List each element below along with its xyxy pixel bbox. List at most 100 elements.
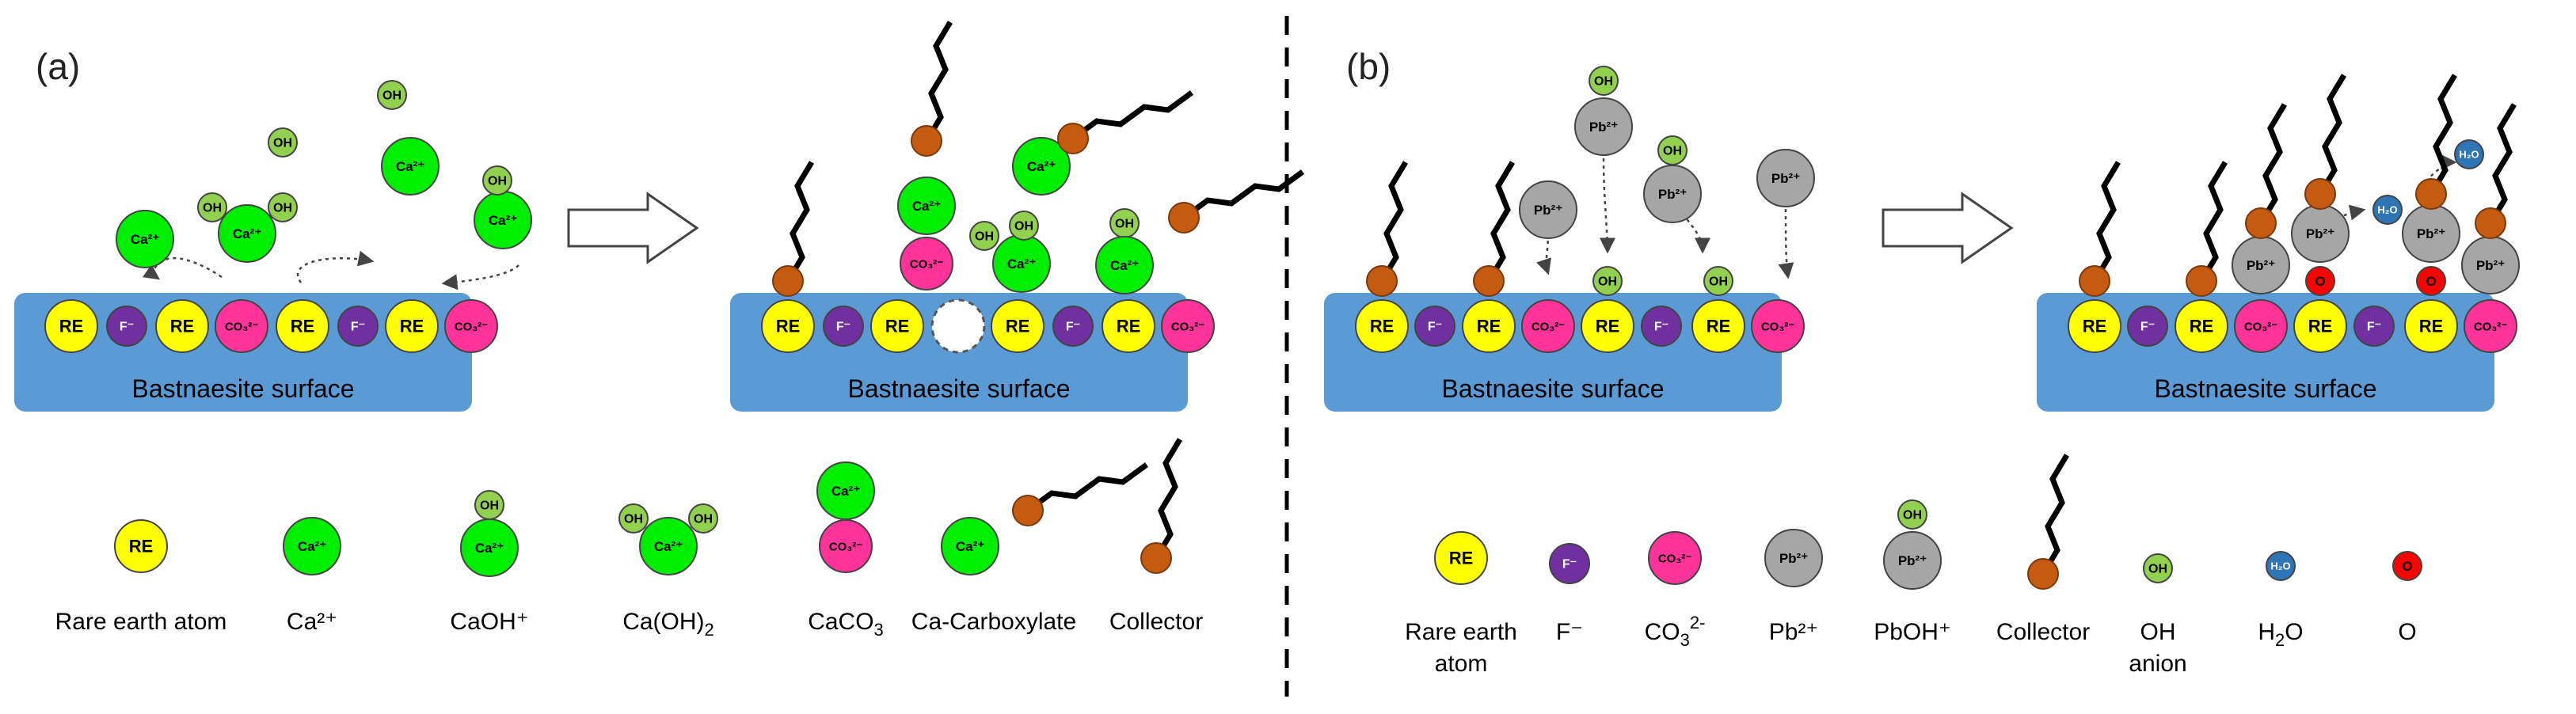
- water-molecule-shape: [2372, 195, 2403, 225]
- fluoride-ion-shape: [2353, 306, 2395, 347]
- rare-earth-atom-label: RE: [2190, 317, 2214, 336]
- lead-ion: Pb²⁺: [2461, 236, 2520, 294]
- fluoride-ion: F⁻: [2127, 306, 2168, 347]
- lead-ion: Pb²⁺: [1574, 97, 1633, 156]
- hydroxide-ion-label: OH: [1014, 220, 1033, 234]
- collector-head: [2475, 207, 2506, 239]
- collector-chain: [2198, 161, 2228, 283]
- hydroxide-ion: OH: [1009, 211, 1039, 241]
- hydroxide-ion: OH: [2143, 553, 2173, 583]
- water-molecule: H₂O: [2372, 195, 2403, 225]
- rare-earth-atom: RE: [991, 299, 1044, 353]
- hydroxide-ion-label: OH: [1903, 509, 1922, 522]
- carbonate-ion: CO₃²⁻: [1648, 531, 1702, 585]
- carbonate-ion: CO₃²⁻: [900, 237, 953, 291]
- carbonate-ion-label: CO₃²⁻: [1171, 320, 1204, 333]
- lead-ion-label: Pb²⁺: [1779, 551, 1808, 566]
- rare-earth-atom-shape: [44, 299, 98, 353]
- migration-arrow: [441, 264, 519, 291]
- calcium-ion-label: Ca²⁺: [1110, 258, 1139, 273]
- migration-arrow: [1682, 213, 1710, 254]
- calcium-ion: Ca²⁺: [283, 517, 341, 575]
- rare-earth-atom-shape: [2068, 299, 2121, 353]
- carbonate-ion-shape: [819, 519, 873, 573]
- collector-head: [1140, 542, 1172, 574]
- rare-earth-atom-shape: [1462, 299, 1516, 353]
- water-molecule: H₂O: [2266, 551, 2296, 581]
- collector-chain: [2487, 103, 2517, 225]
- hydroxide-ion: OH: [197, 192, 227, 222]
- fluoride-ion: F⁻: [1052, 306, 1094, 347]
- fluoride-ion-label: F⁻: [2140, 321, 2155, 334]
- carbonate-ion-label: CO₃²⁻: [455, 320, 488, 333]
- rare-earth-atom-label: RE: [59, 317, 84, 336]
- calcium-ion-shape: [1095, 236, 1154, 294]
- rare-earth-atom-shape: [1355, 299, 1409, 353]
- rare-earth-atom: RE: [1691, 299, 1745, 353]
- hydroxide-ion-shape: [377, 80, 407, 110]
- carbonate-ion-shape: [900, 237, 953, 291]
- collector-head: [2186, 265, 2217, 297]
- hydroxide-ion-label: OH: [488, 175, 507, 188]
- calcium-ion-shape: [897, 177, 956, 235]
- rare-earth-atom: RE: [870, 299, 924, 353]
- collector-chain: [2258, 103, 2288, 225]
- rare-earth-atom-shape: [2293, 299, 2347, 353]
- rare-earth-atom-shape: [1691, 299, 1745, 353]
- legend-label-caoh: CaOH⁺: [450, 609, 528, 635]
- hydroxide-ion-label: OH: [1709, 275, 1728, 289]
- process-arrow-b: [1882, 192, 2014, 264]
- hydroxide-ion-label: OH: [694, 513, 713, 526]
- calcium-ion-label: Ca²⁺: [831, 484, 860, 499]
- lead-ion-label: Pb²⁺: [1658, 187, 1687, 202]
- fluoride-ion: F⁻: [1414, 306, 1455, 347]
- lead-ion-shape: [1643, 165, 1702, 223]
- migration-arrow: [142, 256, 223, 280]
- hydroxide-ion-shape: [618, 503, 649, 534]
- calcium-ion-shape: [639, 517, 698, 575]
- hydroxide-ion-shape: [1009, 211, 1039, 241]
- hydroxide-ion: OH: [474, 490, 504, 520]
- hydroxide-ion: OH: [1109, 208, 1140, 238]
- oxygen-atom-shape: [2416, 266, 2446, 296]
- legend-label-co3: CO32-: [1645, 613, 1706, 650]
- hydroxide-ion-shape: [1592, 266, 1623, 296]
- legend-label-ca: Ca²⁺: [287, 609, 337, 635]
- fluoride-ion: F⁻: [823, 306, 864, 347]
- surface-label-b2: Bastnaesite surface: [2154, 374, 2376, 403]
- oxygen-atom-label: O: [2315, 274, 2325, 289]
- rare-earth-atom-label: RE: [2308, 317, 2333, 336]
- lead-ion-shape: [1519, 180, 1577, 239]
- fluoride-ion-label: F⁻: [351, 321, 365, 334]
- rare-earth-atom-shape: [155, 299, 209, 353]
- hydroxide-ion-label: OH: [273, 137, 292, 150]
- hydroxide-ion-shape: [688, 503, 718, 534]
- lead-ion: Pb²⁺: [1764, 529, 1823, 587]
- rare-earth-atom-label: RE: [129, 537, 154, 556]
- collector-chain: [923, 21, 953, 142]
- collector-head: [911, 125, 942, 157]
- calcium-ion-label: Ca²⁺: [475, 541, 504, 556]
- fluoride-ion-shape: [1052, 306, 1094, 347]
- lead-ion-label: Pb²⁺: [1898, 553, 1927, 568]
- hydroxide-ion-label: OH: [975, 230, 994, 244]
- rare-earth-atom-label: RE: [2419, 317, 2444, 336]
- carbonate-ion-label: CO₃²⁻: [2474, 320, 2507, 333]
- collector-chain: [1153, 438, 1183, 560]
- rare-earth-atom: RE: [2068, 299, 2121, 353]
- carbonate-ion: CO₃²⁻: [2464, 299, 2517, 353]
- water-molecule-shape: [2454, 139, 2484, 169]
- fluoride-ion-shape: [1549, 543, 1590, 584]
- legend-label-h2o: H2O: [2258, 619, 2303, 650]
- migration-arrow: [1535, 233, 1551, 275]
- carbonate-ion-shape: [215, 299, 268, 353]
- lead-ion: Pb²⁺: [2232, 236, 2290, 294]
- hydroxide-ion-label: OH: [1663, 145, 1682, 158]
- rare-earth-atom-shape: [114, 519, 168, 573]
- fluoride-ion-shape: [106, 306, 147, 347]
- lead-ion-label: Pb²⁺: [1771, 171, 1800, 186]
- rare-earth-atom: RE: [114, 519, 168, 573]
- fluoride-ion: F⁻: [2353, 306, 2395, 347]
- rare-earth-atom: RE: [2404, 299, 2458, 353]
